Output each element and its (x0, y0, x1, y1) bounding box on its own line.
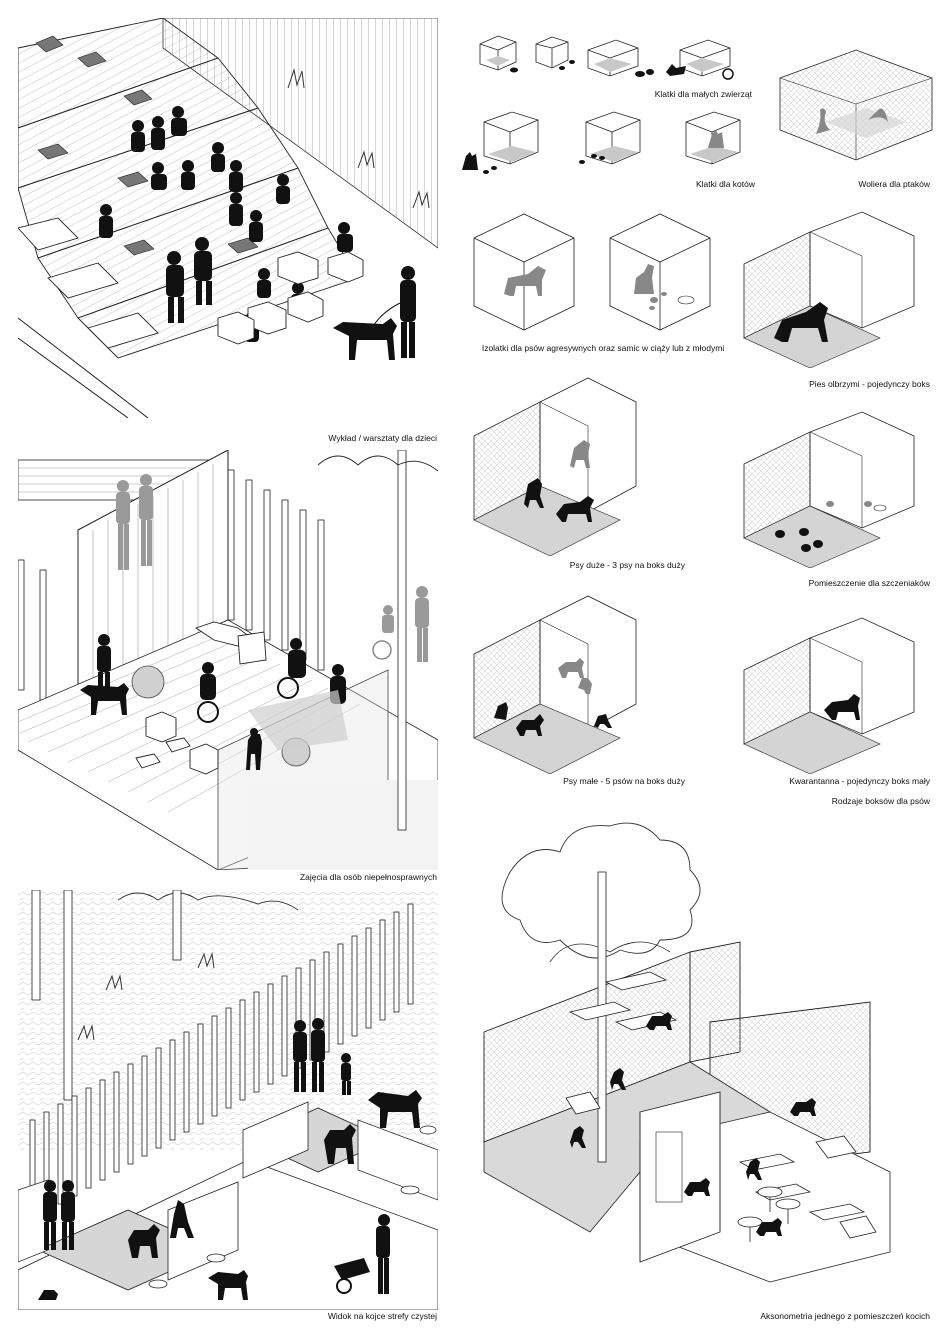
cat-cages-drawing (462, 111, 741, 174)
caption-box-types: Rodzaje boksów dla psów (831, 796, 930, 806)
quarantine-box-illustration (740, 614, 936, 774)
large-dogs-box-drawing (473, 377, 637, 556)
caption-isolation: Izolatki dla psów agresywnych oraz samic… (481, 343, 725, 353)
lecture-illustration (18, 18, 438, 418)
small-animal-cages-illustration (470, 28, 760, 84)
caption-large-dogs: Psy duże - 3 psy na boks duży (569, 560, 685, 570)
small-animal-cages-drawing (479, 35, 734, 80)
disabled-classes-illustration (18, 450, 438, 870)
clean-zone-drawing (18, 890, 438, 1310)
large-dogs-box-illustration (470, 366, 640, 556)
caption-puppies: Pomieszczenie dla szczeniaków (808, 578, 930, 588)
small-dogs-box-drawing (473, 595, 637, 774)
isolation-boxes-drawing (473, 213, 711, 331)
cat-cages-illustration (456, 108, 746, 178)
quarantine-box-drawing (743, 617, 915, 774)
caption-giant-dog: Pies olbrzymi - pojedynczy boks (809, 379, 930, 389)
cat-room-illustration (470, 812, 936, 1302)
caption-clean-zone: Widok na kojce strefy czystej (327, 1311, 437, 1321)
aviary-drawing (779, 49, 933, 161)
caption-quarantine: Kwarantanna - pojedynczy boks mały (789, 776, 930, 786)
clean-zone-illustration (18, 890, 438, 1310)
isolation-boxes-illustration (470, 208, 720, 338)
puppies-room-drawing (743, 411, 915, 568)
aviary-illustration (776, 46, 936, 166)
small-dogs-box-illustration (470, 584, 640, 774)
giant-dog-box-illustration (740, 208, 936, 368)
lecture-drawing (18, 18, 438, 418)
caption-small-animals: Klatki dla małych zwierząt (654, 89, 752, 99)
caption-small-dogs: Psy małe - 5 psów na boks duży (563, 776, 685, 786)
caption-cat-room: Aksonometria jednego z pomieszczeń kocic… (760, 1311, 930, 1321)
disabled-classes-drawing (18, 450, 438, 870)
caption-lecture: Wykład / warsztaty dla dzieci (328, 433, 437, 443)
giant-dog-box-drawing (743, 211, 915, 368)
caption-disabled: Zajęcia dla osób niepełnosprawnych (299, 872, 437, 882)
cat-room-drawing (483, 822, 891, 1283)
caption-aviary: Woliera dla ptaków (858, 179, 930, 189)
caption-cats-cages: Klatki dla kotów (695, 179, 755, 189)
puppies-room-illustration (740, 408, 936, 568)
